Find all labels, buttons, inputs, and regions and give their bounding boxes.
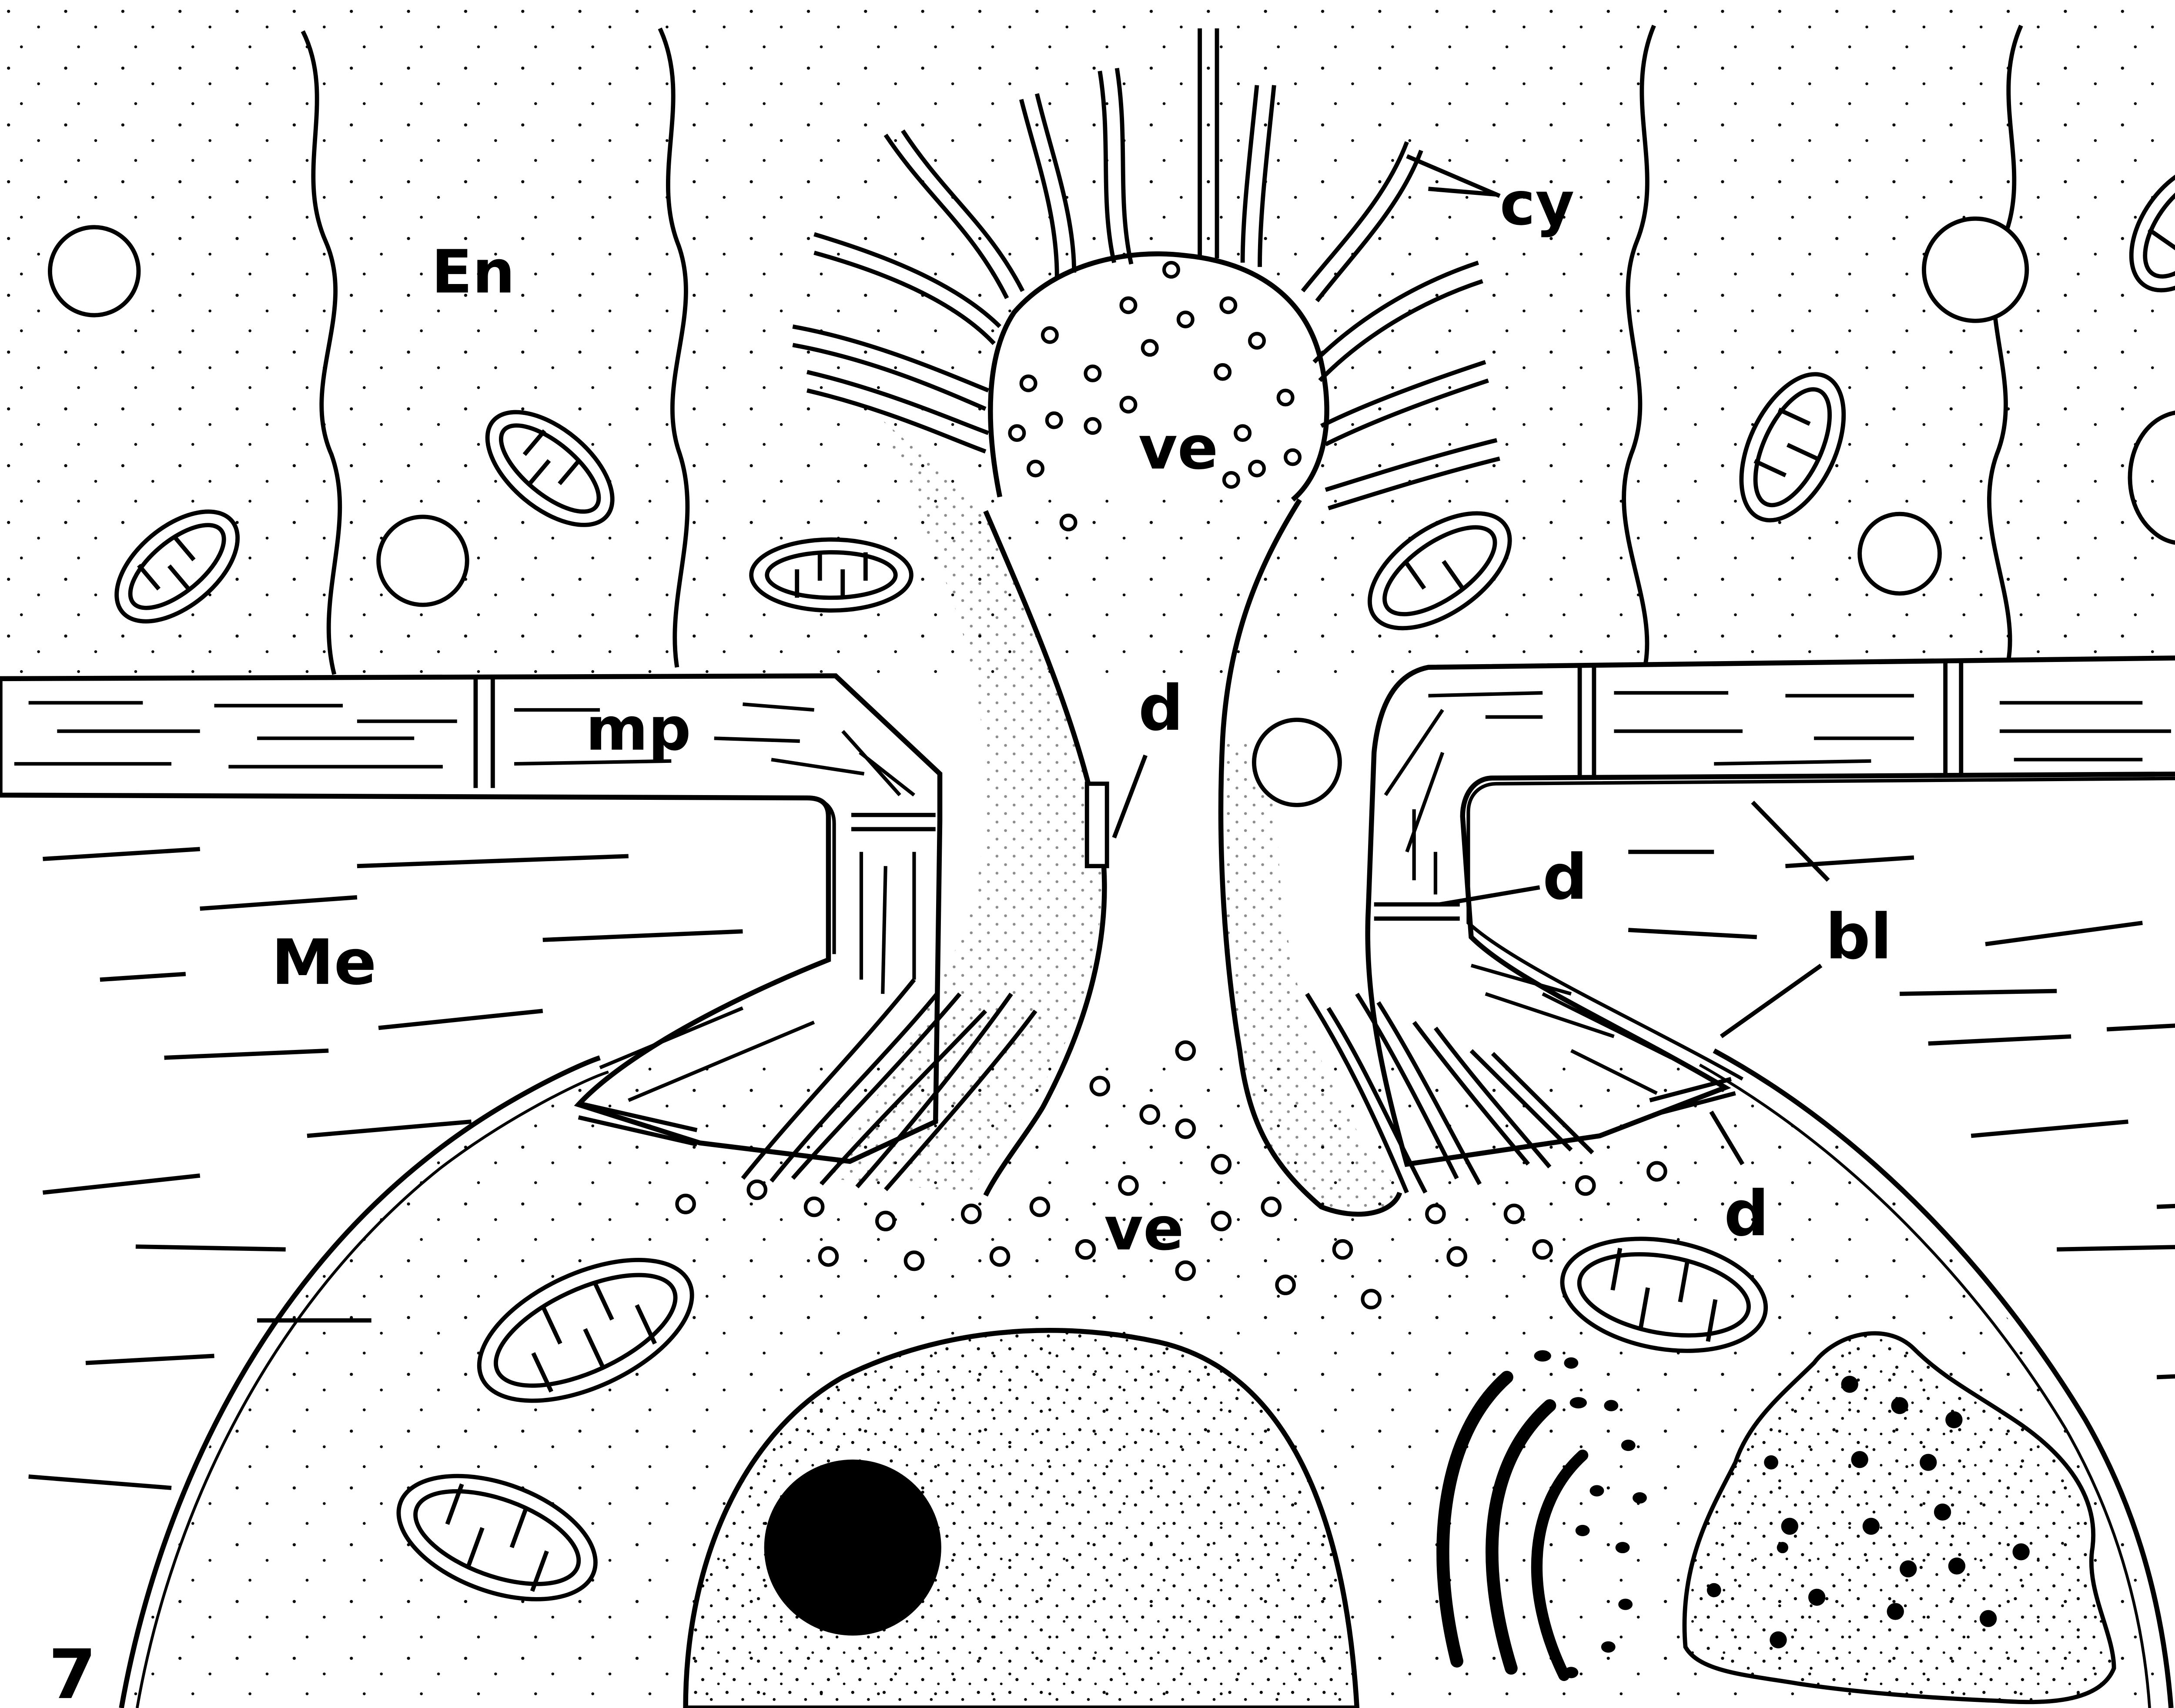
vacuole xyxy=(1924,219,2027,321)
nucleolus xyxy=(764,1460,941,1636)
label-ve-top: ve xyxy=(1138,414,1218,483)
mitochondrion xyxy=(751,539,911,610)
label-d-lower-right: d xyxy=(1724,1177,1769,1250)
label-ve-bottom: ve xyxy=(1104,1194,1184,1264)
vacuole xyxy=(50,227,139,315)
label-d-right-mid: d xyxy=(1543,841,1587,914)
panel-number: 7 xyxy=(49,1635,97,1708)
label-en: En xyxy=(432,237,515,307)
label-d-center: d xyxy=(1138,672,1183,745)
label-bl: bl xyxy=(1825,900,1892,973)
label-mp: mp xyxy=(586,695,691,764)
vacuole xyxy=(1254,720,1340,805)
vacuole xyxy=(378,517,467,605)
vacuole xyxy=(1860,514,1940,594)
label-me: Me xyxy=(271,926,377,999)
label-cy: cy xyxy=(1500,169,1575,239)
desmosome-stalk xyxy=(1087,784,1107,866)
